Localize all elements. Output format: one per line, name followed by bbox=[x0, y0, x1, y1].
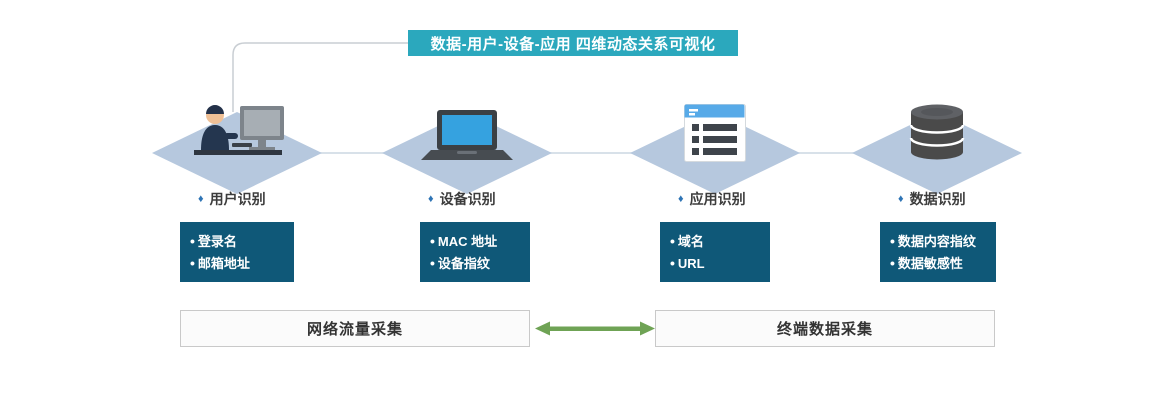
terminal-data-collection-box: 终端数据采集 bbox=[655, 310, 995, 347]
item-text: 设备指纹 bbox=[437, 255, 490, 271]
item-bullet-icon: • bbox=[190, 255, 195, 271]
collect-box-label: 网络流量采集 bbox=[306, 321, 403, 338]
list-item: • 邮箱地址 bbox=[190, 256, 294, 270]
list-item: • 登录名 bbox=[190, 234, 294, 248]
banner-title: 数据-用户-设备-应用 四维动态关系可视化 bbox=[408, 30, 738, 56]
item-text: URL bbox=[677, 255, 705, 271]
database-icon bbox=[909, 104, 965, 160]
banner-bracket-line bbox=[232, 42, 408, 112]
person-at-computer-icon bbox=[194, 105, 284, 155]
item-box-user: • 登录名 • 邮箱地址 bbox=[180, 222, 294, 282]
column-label-data: ♦ 数据识别 bbox=[898, 190, 966, 208]
list-item: • 数据敏感性 bbox=[890, 256, 996, 270]
column-label-text: 设备识别 bbox=[439, 191, 496, 207]
list-item: • MAC 地址 bbox=[430, 234, 530, 248]
item-bullet-icon: • bbox=[190, 233, 195, 249]
diamond-bullet-icon: ♦ bbox=[198, 192, 204, 205]
column-label-user: ♦ 用户识别 bbox=[198, 190, 266, 208]
item-text: 邮箱地址 bbox=[197, 255, 250, 271]
collect-box-label: 终端数据采集 bbox=[776, 321, 873, 338]
list-item: • 设备指纹 bbox=[430, 256, 530, 270]
item-bullet-icon: • bbox=[430, 255, 435, 271]
diamond-bullet-icon: ♦ bbox=[898, 192, 904, 205]
item-box-app: • 域名 • URL bbox=[660, 222, 770, 282]
column-label-app: ♦ 应用识别 bbox=[678, 190, 746, 208]
item-bullet-icon: • bbox=[890, 255, 895, 271]
item-bullet-icon: • bbox=[670, 255, 675, 271]
diamond-bullet-icon: ♦ bbox=[678, 192, 684, 205]
item-bullet-icon: • bbox=[670, 233, 675, 249]
double-arrow-icon bbox=[535, 321, 655, 336]
item-bullet-icon: • bbox=[430, 233, 435, 249]
browser-window-icon bbox=[684, 104, 746, 162]
column-label-device: ♦ 设备识别 bbox=[428, 190, 496, 208]
list-item: • 数据内容指纹 bbox=[890, 234, 996, 248]
item-bullet-icon: • bbox=[890, 233, 895, 249]
column-label-text: 应用识别 bbox=[689, 191, 746, 207]
network-traffic-collection-box: 网络流量采集 bbox=[180, 310, 530, 347]
item-text: 数据敏感性 bbox=[897, 255, 963, 271]
item-box-data: • 数据内容指纹 • 数据敏感性 bbox=[880, 222, 996, 282]
column-label-text: 数据识别 bbox=[909, 191, 966, 207]
diamond-bullet-icon: ♦ bbox=[428, 192, 434, 205]
item-text: 登录名 bbox=[197, 233, 237, 249]
column-label-text: 用户识别 bbox=[209, 191, 266, 207]
list-item: • 域名 bbox=[670, 234, 770, 248]
item-box-device: • MAC 地址 • 设备指纹 bbox=[420, 222, 530, 282]
item-text: 数据内容指纹 bbox=[897, 233, 976, 249]
item-text: MAC 地址 bbox=[437, 233, 498, 249]
item-text: 域名 bbox=[677, 233, 704, 249]
laptop-icon bbox=[421, 110, 513, 160]
list-item: • URL bbox=[670, 256, 770, 270]
